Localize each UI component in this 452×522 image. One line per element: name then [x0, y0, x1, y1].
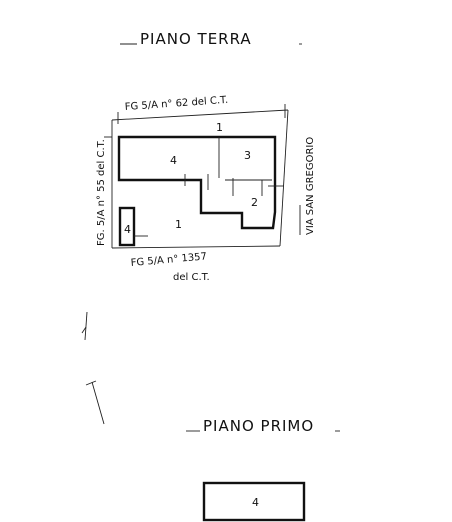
- ground-floor-unit-numbers: 1 4 3 2 1 4: [124, 121, 258, 236]
- first-floor-title: PIANO PRIMO: [203, 417, 314, 435]
- unit-number-3: 3: [244, 149, 251, 162]
- label-bottom-parcel: FG 5/A n° 1357: [130, 251, 207, 269]
- north-arrow-icon: [81, 311, 105, 425]
- ground-floor-building-outline: [117, 135, 277, 230]
- parcel-outline: [104, 104, 289, 249]
- unit-number-1-top: 1: [216, 121, 223, 134]
- unit-number-2: 2: [251, 196, 258, 209]
- unit-number-4-annex: 4: [124, 223, 131, 236]
- first-floor-unit-4-outline: [202, 481, 306, 522]
- first-floor-unit-number-4: 4: [252, 496, 259, 509]
- internal-walls: [184, 137, 284, 196]
- ground-floor-title-group: PIANO TERRA: [120, 30, 302, 48]
- ground-floor-title: PIANO TERRA: [140, 30, 252, 48]
- label-bottom-parcel-suffix: del C.T.: [173, 272, 210, 283]
- unit-number-1-bottom: 1: [175, 218, 182, 231]
- label-street: VIA SAN GREGORIO: [305, 137, 316, 235]
- label-left-parcel: FG. 5/A n° 55 del C.T.: [96, 139, 107, 246]
- first-floor-title-group: PIANO PRIMO: [186, 417, 340, 435]
- label-top-parcel: FG 5/A n° 62 del C.T.: [124, 95, 228, 113]
- annex-unit-4-outline: [118, 206, 136, 247]
- unit-number-4: 4: [170, 154, 177, 167]
